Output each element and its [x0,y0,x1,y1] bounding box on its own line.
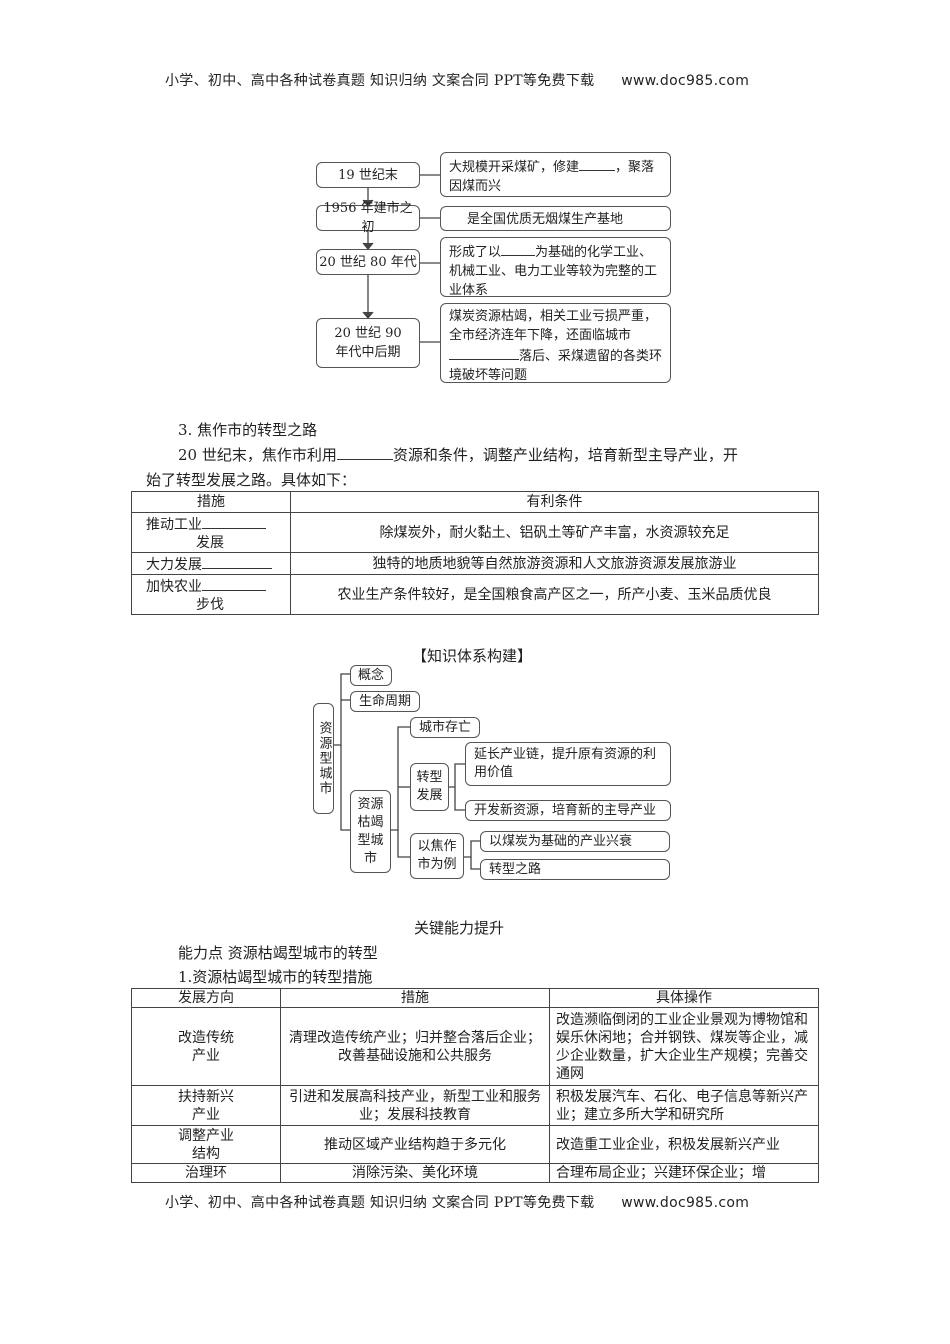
node-extend-chain: 延长产业链，提升原有资源的利用价值 [465,742,671,786]
ability-point: 能力点 资源枯竭型城市的转型 [178,944,378,962]
fill-blank [501,241,536,256]
table-row: 大力发展 独特的地质地貌等自然旅游资源和人文旅游资源发展旅游业 [131,552,819,575]
measure-cell: 清理改造传统产业；归并整合落后企业；改善基础设施和公共服务 [280,1007,550,1086]
timeline-label-3-text: 20 世纪 80 年代 [319,254,417,270]
timeline-desc-1: 大规模开采煤矿，修建，聚落因煤而兴 [440,152,671,197]
node-coal-rise-fall: 以煤炭为基础的产业兴衰 [480,831,670,852]
direction-cell: 改造传统产业 [131,1007,281,1086]
section-heading: 3. 焦作市的转型之路 [178,421,318,439]
measure-cell: 推动区域产业结构趋于多元化 [280,1125,550,1164]
table-header: 措施 [280,988,550,1008]
fill-blank [579,156,616,171]
header-url: www.doc985.com [621,73,750,89]
timeline-label-2: 1956 年建市之初 [316,201,420,235]
timeline-desc-4-before: 煤炭资源枯竭，相关工业亏损严重，全市经济连年下降，还面临城市 [449,309,658,343]
measure-text-2: 步伐 [196,596,224,613]
timeline-connectors [362,174,440,343]
condition-cell: 农业生产条件较好，是全国粮食高产区之一，所产小麦、玉米品质优良 [290,574,819,615]
footer-url: www.doc985.com [621,1195,750,1211]
timeline-label-1-text: 19 世纪末 [338,167,398,183]
timeline-label-1: 19 世纪末 [316,162,420,188]
page-header: 小学、初中、高中各种试卷真题 知识归纳 文案合同 PPT等免费下载 www.do… [165,70,749,90]
timeline-desc-4: 煤炭资源枯竭，相关工业亏损严重，全市经济连年下降，还面临城市落后、采煤遗留的各类… [440,303,671,383]
measure-cell: 消除污染、美化环境 [280,1163,550,1183]
table-row: 加快农业 步伐 农业生产条件较好，是全国粮食高产区之一，所产小麦、玉米品质优良 [131,574,819,615]
timeline-desc-1-before: 大规模开采煤矿，修建 [449,160,580,175]
fill-blank [336,445,393,460]
timeline-label-2-text: 1956 年建市之初 [323,201,413,235]
measure-text: 大力发展 [146,556,202,573]
timeline-desc-1-after: ，聚落因煤而兴 [449,160,655,194]
intro-before: 20 世纪末，焦作市利用 [178,446,337,464]
table-row: 调整产业结构 推动区域产业结构趋于多元化 改造重工业企业，积极发展新兴产业 [131,1125,819,1164]
table-header: 具体操作 [549,988,819,1008]
operation-cell: 合理布局企业；兴建环保企业；增 [549,1163,819,1183]
ability-title: 关键能力提升 [414,919,505,937]
node-lifecycle: 生命周期 [350,691,420,712]
table-header: 有利条件 [290,491,819,513]
intro-after: 资源和条件，调整产业结构，培育新型主导产业，开 [392,446,738,464]
measure-cell: 大力发展 [131,552,291,575]
measure-text-2: 发展 [196,534,224,551]
direction-cell: 扶持新兴产业 [131,1085,281,1126]
footer-text: 小学、初中、高中各种试卷真题 知识归纳 文案合同 PPT等免费下载 [165,1195,595,1211]
timeline-label-4: 20 世纪 90 年代中后期 [316,318,420,368]
measures-table: 措施 有利条件 推动工业 发展 除煤炭外，耐火黏土、铝矾土等矿产丰富，水资源较充… [131,491,819,615]
timeline-desc-3-after: 为基础的化学工业、机械工业、电力工业等较为完整的工业体系 [449,245,658,298]
section-intro-line1: 20 世纪末，焦作市利用 资源和条件，调整产业结构，培育新型主导产业，开 [178,443,738,467]
measure-cell: 推动工业 发展 [131,512,291,553]
node-transform-road: 转型之路 [480,859,670,880]
node-new-resource: 开发新资源，培育新的主导产业 [465,800,671,821]
direction-cell: 治理环 [131,1163,281,1183]
table-row: 扶持新兴产业 引进和发展高科技产业，新型工业和服务业；发展科技教育 积极发展汽车… [131,1085,819,1126]
condition-cell: 独特的地质地貌等自然旅游资源和人文旅游资源发展旅游业 [290,552,819,575]
timeline-desc-2-text: 是全国优质无烟煤生产基地 [467,212,624,227]
timeline-desc-3: 形成了以为基础的化学工业、机械工业、电力工业等较为完整的工业体系 [440,237,671,298]
ability-subheading: 1.资源枯竭型城市的转型措施 [178,968,373,986]
node-survival: 城市存亡 [410,717,480,738]
header-text: 小学、初中、高中各种试卷真题 知识归纳 文案合同 PPT等免费下载 [165,73,595,89]
condition-cell: 除煤炭外，耐火黏土、铝矾土等矿产丰富，水资源较充足 [290,512,819,553]
table-row: 推动工业 发展 除煤炭外，耐火黏土、铝矾土等矿产丰富，水资源较充足 [131,512,819,553]
table-row: 改造传统产业 清理改造传统产业；归并整合落后企业；改善基础设施和公共服务 改造濒… [131,1007,819,1086]
fill-blank [202,514,266,529]
operation-cell: 改造濒临倒闭的工业企业景观为博物馆和娱乐休闲地；合并钢铁、煤炭等企业，减少企业数… [549,1007,819,1086]
node-resource-city: 资源型城市 [313,703,334,814]
node-jiaozuo-example: 以焦作市为例 [410,833,464,879]
timeline-label-4-text: 20 世纪 90 年代中后期 [334,326,402,360]
measure-cell: 引进和发展高科技产业，新型工业和服务业；发展科技教育 [280,1085,550,1126]
transform-table: 发展方向 措施 具体操作 改造传统产业 清理改造传统产业；归并整合落后企业；改善… [131,988,819,1183]
operation-cell: 积极发展汽车、石化、电子信息等新兴产业；建立多所大学和研究所 [549,1085,819,1126]
measure-text: 加快农业 [146,578,202,595]
table-header-row: 发展方向 措施 具体操作 [131,988,819,1008]
timeline-desc-2: 是全国优质无烟煤生产基地 [440,206,671,231]
timeline-label-3: 20 世纪 80 年代 [316,249,420,275]
knowledge-connectors [333,673,480,870]
operation-cell: 改造重工业企业，积极发展新兴产业 [549,1125,819,1164]
node-depleted-city: 资源枯竭型城市 [350,790,391,873]
table-header: 发展方向 [131,988,281,1008]
fill-blank [202,554,272,569]
knowledge-title: 【知识体系构建】 [412,647,533,665]
timeline-desc-3-before: 形成了以 [449,245,502,260]
measure-cell: 加快农业 步伐 [131,574,291,615]
table-header-row: 措施 有利条件 [131,491,819,513]
table-row: 治理环 消除污染、美化环境 合理布局企业；兴建环保企业；增 [131,1163,819,1183]
measure-text: 推动工业 [146,516,202,533]
fill-blank [449,345,519,360]
fill-blank [202,576,266,591]
node-concept: 概念 [350,665,392,686]
node-transform: 转型发展 [410,763,449,811]
timeline-desc-4-after: 落后、采煤遗留的各类环境破坏等问题 [449,349,663,383]
page-footer: 小学、初中、高中各种试卷真题 知识归纳 文案合同 PPT等免费下载 www.do… [165,1192,749,1212]
section-intro-line2: 始了转型发展之路。具体如下： [146,471,357,489]
direction-cell: 调整产业结构 [131,1125,281,1164]
